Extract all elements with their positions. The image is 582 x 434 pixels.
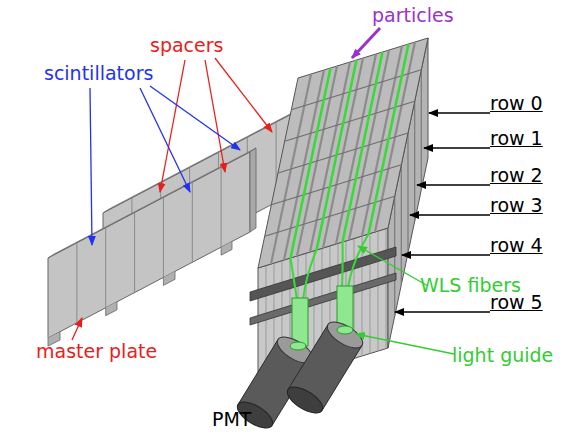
row-label: row 5 bbox=[490, 291, 543, 313]
part-label: light guide bbox=[452, 344, 553, 366]
leader-arrow bbox=[90, 88, 92, 245]
leader-arrow bbox=[150, 86, 240, 150]
leader-arrow bbox=[358, 246, 428, 286]
part-label: particles bbox=[372, 4, 454, 26]
row-arrow bbox=[410, 214, 490, 215]
front-plate bbox=[48, 148, 256, 346]
fiber-bundle bbox=[291, 234, 369, 300]
row-arrow bbox=[417, 184, 490, 185]
part-label: scintillators bbox=[44, 62, 153, 84]
particles-arrow bbox=[352, 28, 380, 58]
row-label: row 2 bbox=[490, 164, 543, 186]
leader-arrow bbox=[356, 334, 454, 354]
row-label: row 3 bbox=[490, 194, 543, 216]
leader-arrow bbox=[160, 60, 185, 192]
part-label: spacers bbox=[150, 34, 223, 56]
row-arrow bbox=[395, 311, 490, 312]
leader-arrow bbox=[215, 58, 272, 132]
leader-arrow bbox=[72, 318, 82, 340]
light-guide-end bbox=[290, 342, 306, 350]
row-arrow bbox=[402, 254, 490, 255]
row-label: row 1 bbox=[490, 127, 543, 149]
leader-arrow bbox=[205, 60, 225, 172]
light-guide-end bbox=[337, 326, 353, 334]
leader-arrow bbox=[140, 88, 190, 192]
part-label: master plate bbox=[36, 340, 157, 362]
wls-fibers bbox=[291, 44, 409, 258]
row-label: row 0 bbox=[490, 92, 543, 114]
row-label: row 4 bbox=[490, 234, 543, 256]
row-arrow bbox=[429, 112, 490, 113]
support-bar bbox=[250, 273, 396, 325]
row-arrow bbox=[424, 147, 490, 148]
part-label: PMT bbox=[212, 408, 251, 430]
block-top-face bbox=[258, 38, 428, 268]
pmt-end bbox=[283, 382, 326, 418]
light-guide bbox=[292, 298, 308, 346]
